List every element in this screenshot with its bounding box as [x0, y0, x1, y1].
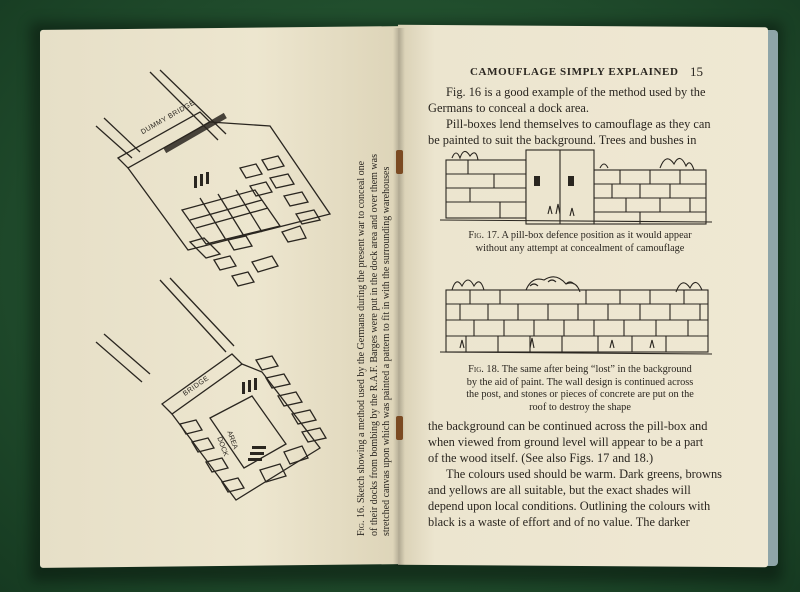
- para3-line2: when viewed from ground level will appea…: [428, 435, 704, 449]
- fig18-caption-line3: the post, and stones or pieces of concre…: [466, 389, 694, 401]
- fig17-label: Fig. 17.: [468, 230, 500, 241]
- para4-line2: and yellows are all suitable, but the ex…: [428, 483, 691, 497]
- para3-line3: of the wood itself. (See also Figs. 17 a…: [428, 451, 654, 465]
- para4-line4: black is a waste of effort and of no val…: [428, 515, 690, 529]
- fig17-caption-line2: without any attempt at concealment of ca…: [475, 242, 685, 254]
- para4-line1: The colours used should be warm. Dark gr…: [446, 467, 722, 481]
- fig18-caption: Fig. 18. The same after being “lost” in …: [444, 364, 716, 414]
- fig18-caption-line2: by the aid of paint. The wall design is …: [466, 376, 694, 388]
- staple-bottom: [396, 416, 403, 440]
- para1-line1: Fig. 16 is a good example of the method …: [446, 85, 706, 99]
- fig18-caption-line4: roof to destroy the shape: [529, 401, 631, 413]
- staple-top: [396, 150, 403, 174]
- para3-line1: the background can be continued across t…: [428, 419, 708, 433]
- fig17-caption-line1: A pill-box defence position as it would …: [501, 230, 692, 241]
- fig18-label: Fig. 18.: [468, 364, 500, 375]
- para2-line2: be painted to suit the background. Trees…: [428, 133, 697, 147]
- para2-line1: Pill-boxes lend themselves to camouflage…: [446, 117, 711, 131]
- fig18-caption-line1: The same after being “lost” in the backg…: [501, 364, 692, 375]
- para1-line2: Germans to conceal a dock area.: [428, 101, 589, 115]
- page-number: 15: [690, 64, 703, 79]
- fig17-caption: Fig. 17. A pill-box defence position as …: [446, 230, 714, 255]
- running-head: CAMOUFLAGE SIMPLY EXPLAINED: [470, 66, 679, 78]
- para4-line3: depend upon local conditions. Outlining …: [428, 499, 711, 513]
